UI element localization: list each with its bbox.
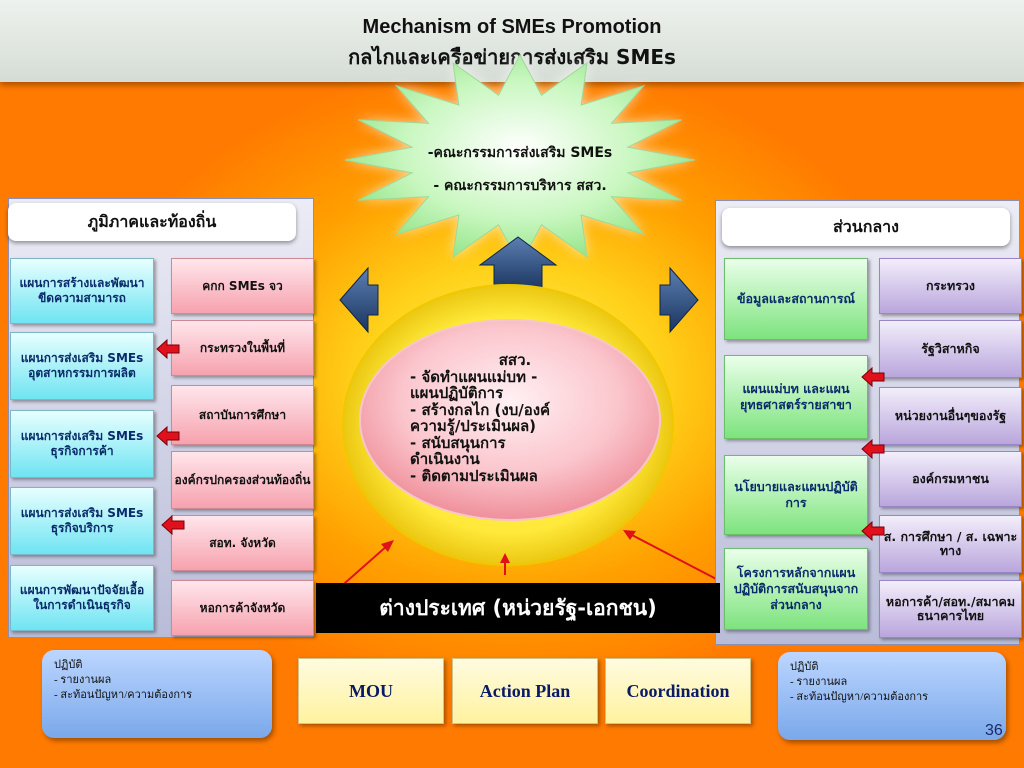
red-arrow-left-2: [156, 425, 180, 447]
left-plan-capacity: แผนการสร้างและพัฒนาขีดความสามารถ: [10, 258, 154, 324]
left-plan-trade: แผนการส่งเสริม SMEs ธุรกิจการค้า: [10, 410, 154, 478]
left-org-education: สถาบันการศึกษา: [171, 385, 314, 445]
left-operation-box: ปฏิบัติ - รายงานผล - สะท้อนปัญหา/ความต้อ…: [42, 650, 272, 738]
center-oval: [359, 319, 661, 521]
left-plan-enabling-factors: แผนการพัฒนาปัจจัยเอื้อในการดำเนินธุรกิจ: [10, 565, 154, 631]
red-arrow-right-1: [861, 366, 885, 388]
red-arrow-right-3: [861, 520, 885, 542]
coordination-box: Coordination: [605, 658, 751, 724]
left-org-chamber: หอการค้าจังหวัด: [171, 580, 314, 636]
right-org-public-organization: องค์กรมหาชน: [879, 451, 1022, 507]
left-org-local-ministry: กระทรวงในพื้นที่: [171, 320, 314, 376]
right-org-other-government: หน่วยงานอื่นๆของรัฐ: [879, 387, 1022, 445]
right-panel-header: ส่วนกลาง: [722, 208, 1010, 246]
center-line: - ติดตามประเมินผล: [410, 466, 538, 485]
action-plan-box: Action Plan: [452, 658, 598, 724]
right-operation-item: - สะท้อนปัญหา/ความต้องการ: [790, 690, 929, 703]
right-org-ministry: กระทรวง: [879, 258, 1022, 314]
right-item-master-plan: แผนแม่บท และแผนยุทธศาสตร์รายสาขา: [724, 355, 868, 439]
navy-arrow-left: [339, 266, 379, 334]
right-item-policy: นโยบายและแผนปฏิบัติการ: [724, 455, 868, 535]
center-line: - สร้างกลไก (งบ/องค์: [410, 400, 551, 419]
left-operation-item: - รายงานผล: [54, 673, 112, 686]
center-text: สสว. - จัดทำแผนแม่บท - แผนปฏิบัติการ - ส…: [410, 352, 620, 484]
left-operation-title: ปฏิบัติ: [54, 659, 83, 671]
center-line: ดำเนินงาน: [410, 450, 480, 468]
title-english: Mechanism of SMEs Promotion: [362, 16, 662, 38]
mou-box: MOU: [298, 658, 444, 724]
center-heading: สสว.: [498, 351, 532, 369]
center-line: ความรู้/ประเมินผล): [410, 417, 537, 435]
right-org-chamber-banks: หอการค้า/สอท./สมาคมธนาคารไทย: [879, 580, 1022, 638]
left-org-provincial-industry: สอท. จังหวัด: [171, 515, 314, 571]
red-arrow-from-right: [623, 530, 723, 583]
left-plan-service: แผนการส่งเสริม SMEs ธุรกิจบริการ: [10, 487, 154, 555]
center-line: - สนับสนุนการ: [410, 433, 506, 452]
right-item-main-projects: โครงการหลักจากแผนปฏิบัติการสนับสนุนจากส่…: [724, 548, 868, 630]
red-arrow-left-3: [161, 514, 185, 536]
left-org-provincial-committee: คกก SMEs จว: [171, 258, 314, 314]
left-plan-manufacturing: แผนการส่งเสริม SMEs อุตสาหกรรมการผลิต: [10, 332, 154, 400]
page-number: 36: [985, 722, 1003, 739]
navy-arrow-right: [659, 266, 699, 334]
right-item-information: ข้อมูลและสถานการณ์: [724, 258, 868, 340]
center-line: - จัดทำแผนแม่บท -: [410, 367, 538, 386]
left-operation-item: - สะท้อนปัญหา/ความต้องการ: [54, 688, 193, 701]
red-arrow-left-1: [156, 338, 180, 360]
left-org-local-government: องค์กรปกครองส่วนท้องถิ่น: [171, 451, 314, 509]
center-line: แผนปฏิบัติการ: [410, 384, 504, 402]
foreign-partners-bar: ต่างประเทศ (หน่วยรัฐ-เอกชน): [316, 583, 720, 633]
right-operation-title: ปฏิบัติ: [790, 661, 819, 673]
left-panel-header: ภูมิภาคและท้องถิ่น: [8, 203, 296, 241]
navy-arrow-up: [478, 236, 558, 291]
right-operation-box: ปฏิบัติ - รายงานผล - สะท้อนปัญหา/ความต้อ…: [778, 652, 1006, 740]
right-operation-item: - รายงานผล: [790, 675, 848, 688]
right-org-education-specialized: ส. การศึกษา / ส. เฉพาะทาง: [879, 515, 1022, 573]
star-line-1: -คณะกรรมการส่งเสริม SMEs: [427, 145, 613, 161]
right-org-state-enterprise: รัฐวิสาหกิจ: [879, 320, 1022, 378]
red-arrow-right-2: [861, 438, 885, 460]
star-line-2: - คณะกรรมการบริหาร สสว.: [433, 178, 607, 194]
title-bar: Mechanism of SMEs Promotion กลไกและเครือ…: [0, 0, 1024, 82]
title-thai: กลไกและเครือข่ายการส่งเสริม SMEs: [348, 45, 676, 69]
red-arrow-from-bottom: [500, 553, 510, 575]
